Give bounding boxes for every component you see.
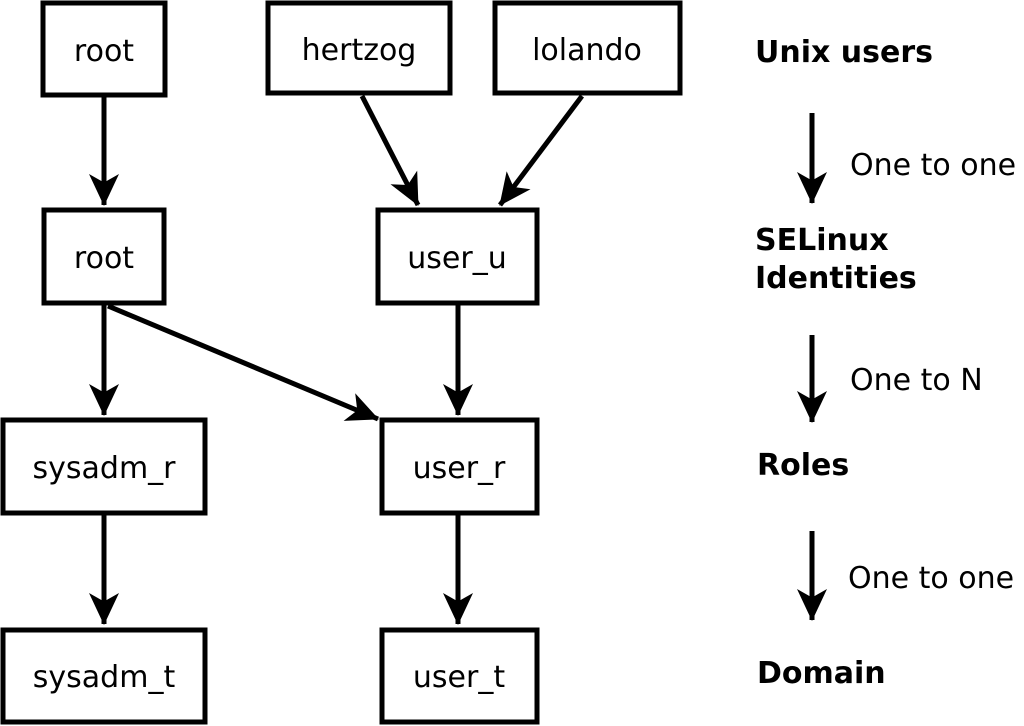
node-label: user_t bbox=[413, 660, 505, 695]
node-label: user_r bbox=[413, 451, 506, 486]
node-label: sysadm_r bbox=[33, 451, 177, 486]
node-unix-hertzog: hertzog bbox=[265, 0, 453, 96]
node-box bbox=[375, 207, 540, 306]
node-box bbox=[379, 417, 540, 516]
node-box bbox=[265, 0, 453, 96]
edge-lolando-to-useru-arrow-icon bbox=[498, 94, 584, 207]
node-label: user_u bbox=[407, 241, 506, 276]
node-label: root bbox=[74, 34, 134, 69]
node-box bbox=[379, 627, 540, 725]
node-box bbox=[0, 417, 208, 516]
node-box bbox=[0, 627, 208, 725]
node-box bbox=[40, 0, 168, 98]
legend-roles-label: Roles bbox=[757, 448, 849, 483]
node-domain-sysadm-t: sysadm_t bbox=[0, 627, 208, 725]
node-selinux-root: root bbox=[41, 207, 167, 306]
legend-unix-users-label: Unix users bbox=[755, 35, 933, 70]
node-selinux-user-u: user_u bbox=[375, 207, 540, 306]
legend-relation-roles-to-domain: One to one bbox=[848, 561, 1014, 596]
node-role-user-r: user_r bbox=[379, 417, 540, 516]
edge-hertzog-to-useru-arrow-icon bbox=[359, 94, 421, 207]
node-role-sysadm-r: sysadm_r bbox=[0, 417, 208, 516]
node-domain-user-t: user_t bbox=[379, 627, 540, 725]
legend-relation-users-to-identities: One to one bbox=[850, 148, 1016, 183]
node-box bbox=[41, 207, 167, 306]
node-label: hertzog bbox=[302, 33, 417, 68]
node-unix-root: root bbox=[40, 0, 168, 98]
node-label: lolando bbox=[532, 33, 642, 68]
legend-domain-label: Domain bbox=[757, 656, 886, 691]
legend-selinux-identities-line1: SELinux bbox=[755, 223, 889, 258]
legend: Unix users One to one SELinux Identities… bbox=[755, 35, 1016, 691]
node-label: root bbox=[74, 241, 134, 276]
node-label: sysadm_t bbox=[33, 660, 176, 695]
edge-selinuxroot-to-userr-arrow-icon bbox=[107, 303, 379, 422]
legend-relation-identities-to-roles: One to N bbox=[850, 363, 983, 398]
node-unix-lolando: lolando bbox=[492, 0, 683, 96]
legend-selinux-identities-line2: Identities bbox=[755, 261, 917, 296]
node-box bbox=[492, 0, 683, 96]
